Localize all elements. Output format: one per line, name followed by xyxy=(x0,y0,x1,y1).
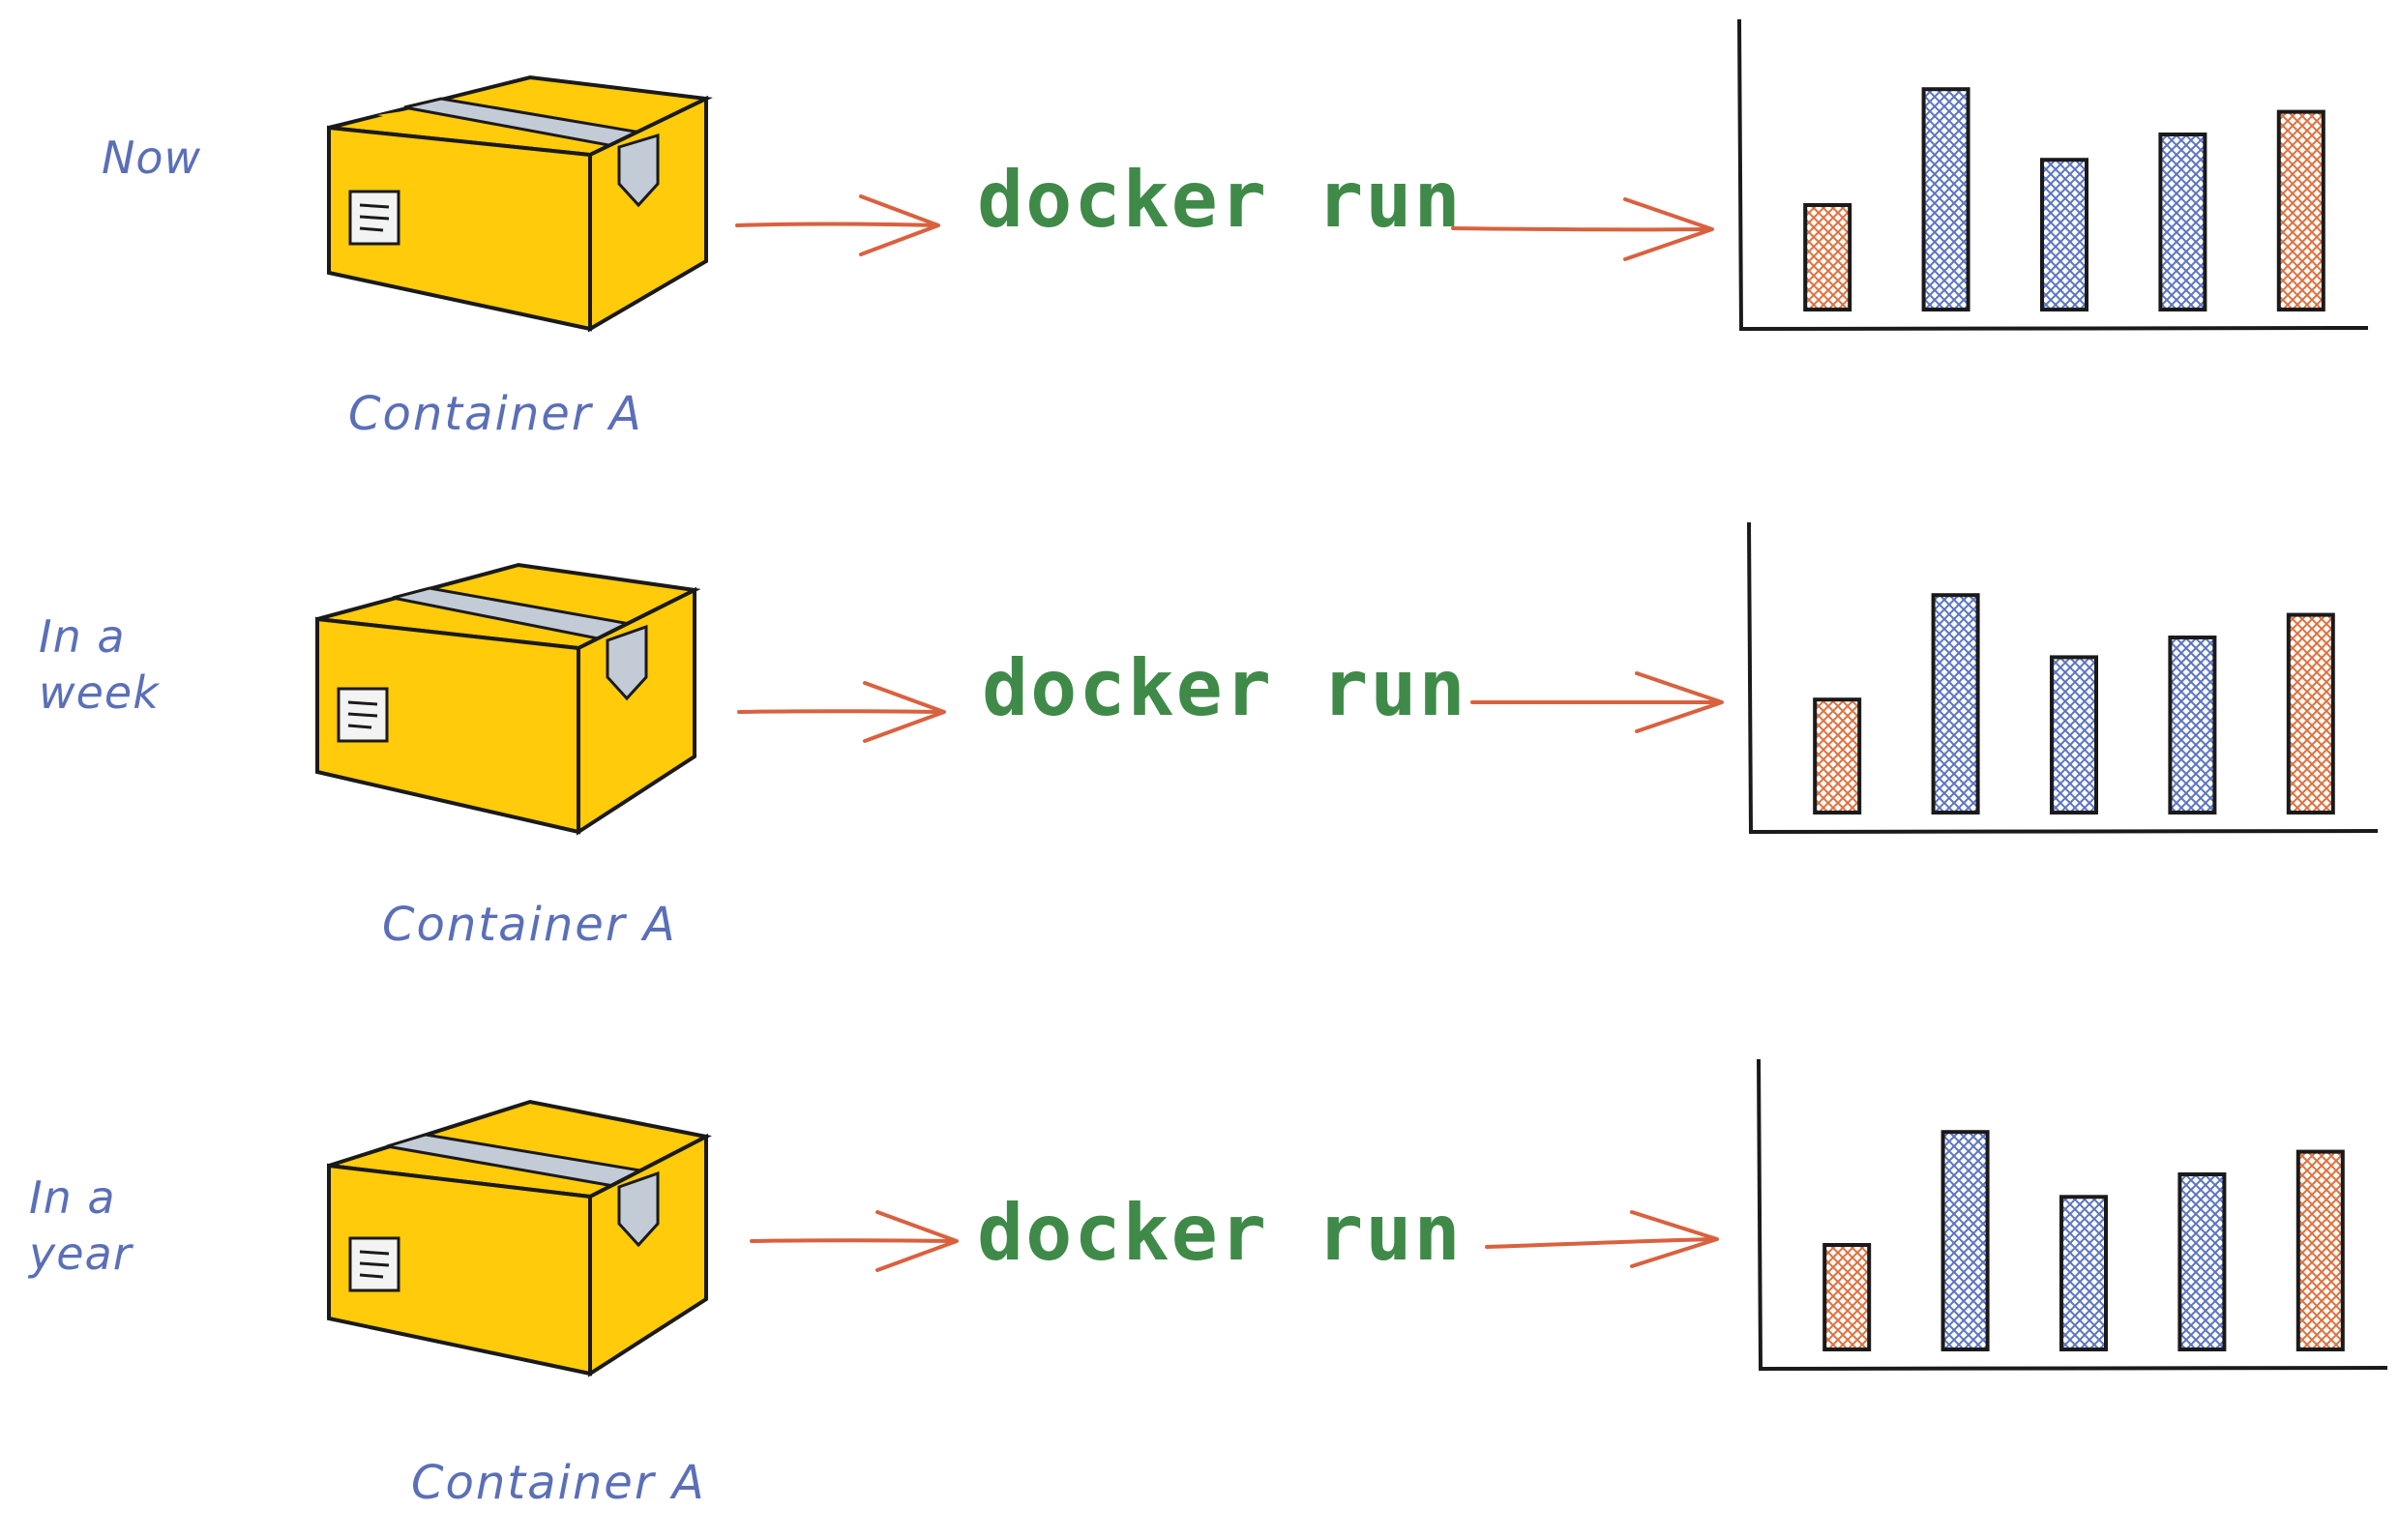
docker-run-command: docker run xyxy=(982,643,1467,733)
chart-bar xyxy=(1813,697,1862,814)
chart-bar xyxy=(2059,1195,2108,1351)
right-arrow-icon xyxy=(1470,671,1724,733)
stage-label-in-a-week: In a week xyxy=(39,610,160,719)
chart-bar xyxy=(2158,133,2207,311)
x-axis-line xyxy=(1738,326,2369,331)
right-arrow-icon xyxy=(737,681,946,743)
chart-bar xyxy=(1921,87,1970,311)
chart-bar xyxy=(2177,1172,2227,1351)
chart-bar xyxy=(1931,593,1980,814)
x-axis-line xyxy=(1758,1366,2388,1371)
right-arrow-icon xyxy=(750,1210,959,1272)
y-axis-line xyxy=(1757,1058,1762,1370)
bar-chart xyxy=(1737,18,2369,331)
package-box-icon xyxy=(327,74,714,333)
right-arrow-icon xyxy=(1485,1210,1719,1268)
bar-chart xyxy=(1757,1058,2388,1371)
bar-chart xyxy=(1747,521,2379,834)
y-axis-line xyxy=(1737,18,1743,330)
container-label: Container A xyxy=(382,898,677,952)
chart-bar xyxy=(2050,655,2098,814)
container-label: Container A xyxy=(348,387,643,441)
chart-bar xyxy=(1803,203,1852,311)
chart-bar xyxy=(2286,612,2335,814)
right-arrow-icon xyxy=(1451,197,1714,261)
chart-bar xyxy=(2168,636,2217,814)
package-box-icon xyxy=(315,562,701,836)
stage-label-now: Now xyxy=(102,132,202,184)
chart-bar xyxy=(2040,158,2088,311)
container-label: Container A xyxy=(411,1456,706,1510)
y-axis-line xyxy=(1747,521,1753,833)
chart-bar xyxy=(2276,109,2325,311)
package-box-icon xyxy=(327,1099,713,1377)
x-axis-line xyxy=(1748,829,2379,834)
chart-bar xyxy=(1940,1130,1990,1351)
docker-run-command: docker run xyxy=(977,1188,1463,1278)
chart-bar xyxy=(2295,1149,2345,1351)
stage-label-in-a-year: In a year xyxy=(29,1171,133,1280)
right-arrow-icon xyxy=(735,194,940,256)
docker-run-command: docker run xyxy=(977,155,1463,245)
chart-bar xyxy=(1822,1243,1872,1351)
